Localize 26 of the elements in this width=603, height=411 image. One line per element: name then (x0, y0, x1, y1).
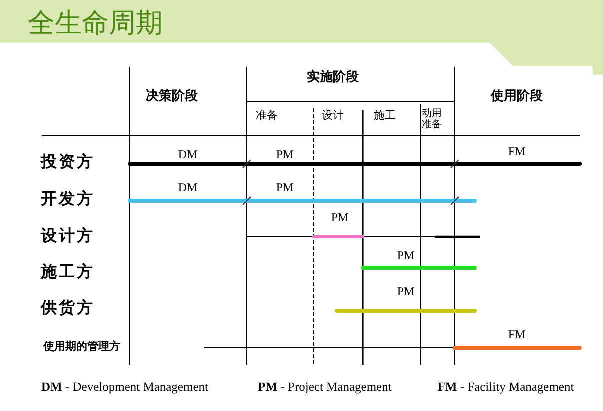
role-tag: DM (178, 148, 198, 162)
role-tag: PM (276, 148, 294, 162)
subphase-header: 准备 (256, 110, 278, 122)
role-tag: PM (397, 285, 415, 299)
role-tag: DM (178, 181, 198, 195)
phase-header: 实施阶段 (307, 70, 359, 86)
subphase-header: 动用准备 (422, 110, 443, 130)
footnote: FM - Facility Management (438, 381, 574, 395)
party-label: 投资方 (41, 153, 95, 171)
subphase-header: 施工 (374, 110, 396, 122)
party-label: 施工方 (41, 263, 95, 281)
role-tag: PM (276, 181, 294, 195)
footnote: DM - Development Management (42, 381, 208, 395)
subphase-header: 设计 (322, 110, 344, 122)
footnote: PM - Project Management (258, 381, 392, 395)
role-tag: FM (508, 145, 526, 159)
phase-header: 决策阶段 (146, 90, 198, 104)
party-label: 供货方 (41, 299, 95, 317)
role-tag: FM (508, 328, 526, 342)
phase-header: 使用阶段 (491, 90, 543, 104)
role-tag: PM (397, 249, 415, 263)
party-label: 设计方 (41, 227, 95, 245)
role-tag: PM (331, 211, 349, 225)
party-label: 开发方 (41, 190, 95, 208)
title: 全生命周期 (28, 7, 163, 41)
party-label: 使用期的管理方 (44, 340, 120, 354)
